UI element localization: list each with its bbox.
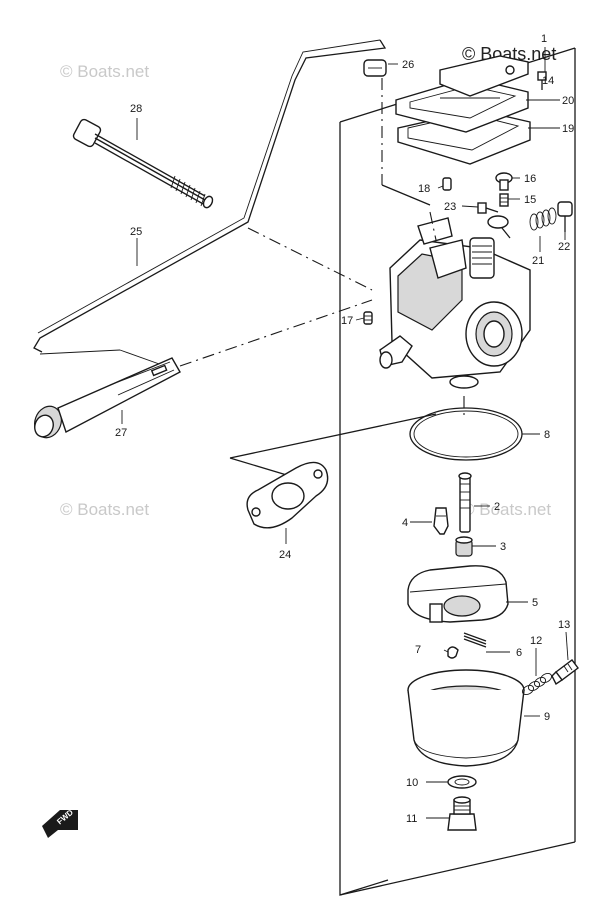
- callout-16: 16: [524, 173, 536, 185]
- part-10-washer: [447, 775, 477, 789]
- callout-7: 7: [415, 644, 421, 656]
- callout-18: 18: [418, 183, 430, 195]
- callout-13: 13: [558, 619, 570, 631]
- callout-19: 19: [562, 123, 574, 135]
- part-24-gasket: [229, 413, 437, 529]
- part-13-pilot-screw: [551, 659, 579, 686]
- callout-23: 23: [444, 201, 456, 213]
- watermark-mid-right: © Boats.net: [462, 500, 551, 519]
- part-11-drain-plug: [447, 796, 477, 831]
- part-26-clip: [363, 59, 431, 206]
- part-28-long-screw: [72, 118, 214, 209]
- part-22-screw: [557, 201, 573, 232]
- callout-6: 6: [516, 647, 522, 659]
- callout-4: 4: [402, 517, 408, 529]
- part-12-spring: [521, 672, 553, 696]
- callout-1: 1: [541, 33, 547, 45]
- callout-28: 28: [130, 103, 142, 115]
- part-9-float-bowl: [407, 669, 525, 767]
- part-23-screw: [477, 202, 499, 214]
- part-20-gasket: [395, 77, 529, 133]
- callout-8: 8: [544, 429, 550, 441]
- watermark-mid-left: © Boats.net: [60, 500, 149, 519]
- part-4-needle-valve: [433, 507, 449, 535]
- callout-15: 15: [524, 194, 536, 206]
- part-18-pin: [442, 177, 452, 191]
- carburetor-body: [379, 211, 531, 420]
- watermark-top-left: © Boats.net: [60, 62, 149, 81]
- part-1-cover-plate: [439, 55, 529, 97]
- callout-25: 25: [130, 226, 142, 238]
- callout-12: 12: [530, 635, 542, 647]
- part-17-screw: [363, 311, 373, 325]
- assembly-frame: [339, 47, 576, 896]
- callout-3: 3: [500, 541, 506, 553]
- callout-9: 9: [544, 711, 550, 723]
- callout-26: 26: [402, 59, 414, 71]
- part-16-screw: [495, 172, 513, 191]
- part-27-choke-knob: [34, 299, 373, 439]
- part-15-spring: [499, 193, 509, 207]
- part-21-spring: [529, 207, 557, 231]
- callout-17: 17: [341, 315, 353, 327]
- leader-lines: [121, 47, 569, 819]
- callout-14: 14: [542, 75, 554, 87]
- part-2-main-nozzle: [458, 472, 472, 533]
- fwd-arrow-icon: FWD: [42, 808, 78, 838]
- callout-22: 22: [558, 241, 570, 253]
- callout-21: 21: [532, 255, 544, 267]
- callout-5: 5: [532, 597, 538, 609]
- callout-numbers: 1 2 3 4 5 6 7 8 9 10 11 12 13 14 15 16 1…: [115, 33, 574, 825]
- callout-2: 2: [494, 501, 500, 513]
- part-6-float-pin: [463, 632, 487, 648]
- callout-20: 20: [562, 95, 574, 107]
- part-5-float: [407, 565, 509, 623]
- callout-11: 11: [406, 813, 417, 825]
- callout-10: 10: [406, 777, 418, 789]
- callout-27: 27: [115, 427, 127, 439]
- callout-24: 24: [279, 549, 291, 561]
- part-3-jet: [455, 536, 473, 557]
- part-7-clip: [447, 646, 459, 659]
